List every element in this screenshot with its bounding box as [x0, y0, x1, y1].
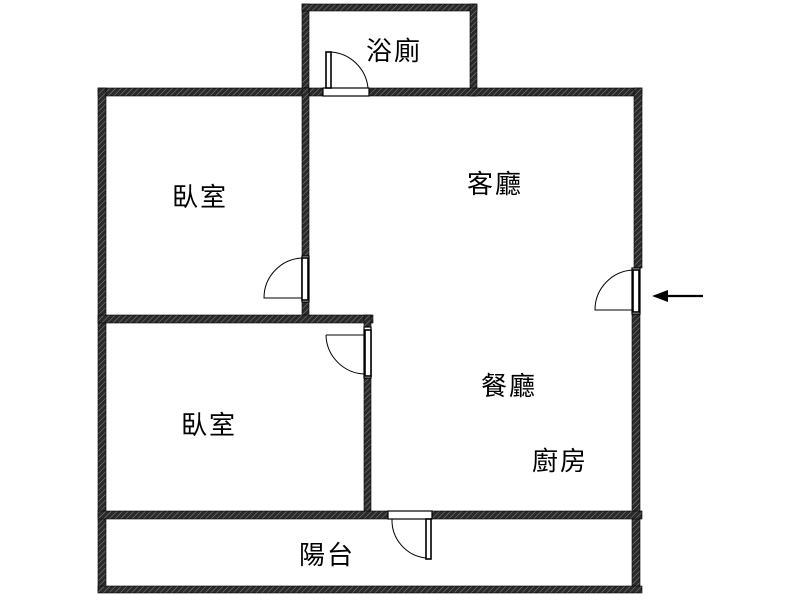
wall-bath-left [301, 3, 310, 97]
wall-bath-top [301, 3, 478, 12]
wall-right-lower [631, 313, 641, 593]
door-entrance [594, 267, 641, 315]
wall-top-mid [308, 87, 324, 97]
door-bathroom [322, 51, 370, 97]
doors [263, 51, 641, 560]
wall-bedroom2-right-a [363, 314, 372, 328]
walls [97, 3, 643, 594]
wall-bath-right [469, 3, 478, 97]
wall-bedrooms [97, 314, 374, 324]
room-label-bathroom: 浴廁 [366, 37, 422, 67]
wall-bottom [97, 585, 643, 594]
room-label-bedroom-bottom: 臥室 [181, 411, 237, 441]
room-label-bedroom-top: 臥室 [172, 183, 228, 213]
wall-right-upper [633, 87, 643, 269]
door-bedroom-bottom [325, 326, 372, 379]
room-label-kitchen: 廚房 [532, 447, 588, 477]
wall-top-right [368, 87, 643, 97]
wall-balcony-top-a [97, 510, 389, 520]
wall-bedroom2-right-b [363, 377, 372, 519]
room-label-living-room: 客廳 [467, 170, 523, 200]
wall-top-left [97, 87, 310, 97]
wall-divider-upper [301, 87, 310, 257]
room-label-dining-room: 餐廳 [481, 372, 537, 402]
room-label-balcony: 陽台 [299, 541, 355, 571]
wall-balcony-top-b [431, 510, 643, 520]
arrow-left-icon [652, 290, 703, 302]
door-bedroom-top [263, 255, 310, 303]
door-balcony [387, 510, 433, 560]
